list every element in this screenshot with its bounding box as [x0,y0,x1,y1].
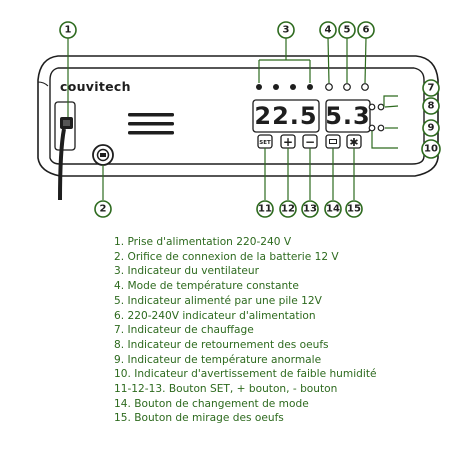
abnormal-temp-indicator [368,124,376,132]
legend-list: 1. Prise d'alimentation 220-240 V 2. Ori… [114,235,444,426]
callout-12: 12 [279,200,297,218]
humidity-display: 5.3 [325,102,371,130]
callout-8: 8 [422,97,440,115]
callout-15: 15 [345,200,363,218]
legend-item: 7. Indicateur de chauffage [114,324,254,337]
mains-power-indicator [361,83,369,91]
legend-item: 1. Prise d'alimentation 220-240 V [114,236,292,248]
battery-port-pin [100,153,106,157]
callout-11-label: 11 [258,204,272,215]
callout-15-label: 15 [347,204,361,215]
callout-2-label: 2 [100,204,107,215]
power-cord [58,128,66,201]
low-humidity-indicator [377,124,385,132]
candling-button-label: ✱ [349,136,358,149]
heating-indicator [368,103,376,111]
callout-6-label: 6 [363,25,370,36]
battery-power-indicator [343,83,351,91]
brand-logo: couvitech [60,79,131,94]
constant-temp-indicator [325,83,333,91]
callout-13: 13 [301,200,319,218]
legend-item: 5. Indicateur alimenté par une pile 12V [114,294,322,307]
set-button-label: SET [259,140,271,146]
fan-indicator-dot [256,84,262,90]
fan-indicator-dot [307,84,313,90]
callout-5-label: 5 [344,25,351,36]
legend-item: 14. Bouton de changement de mode [114,397,309,410]
legend-item: 4. Mode de température constante [114,280,299,293]
legend-item: 6. 220-240V indicateur d'alimentation [114,309,316,322]
callout-12-label: 12 [281,204,295,215]
callout-1: 1 [59,21,77,39]
callout-10-label: 10 [424,144,438,155]
temperature-display: 22.5 [254,102,317,130]
temperature-display-frame [252,99,320,133]
fan-indicator-dot [273,84,279,90]
left-side-bulge [37,81,49,87]
legend-item: 15. Bouton de mirage des oeufs [114,412,284,425]
vent-slot [128,122,174,126]
legend-item: 9. Indicateur de température anormale [114,353,322,366]
callout-7: 7 [422,79,440,97]
mode-button-icon [329,139,337,144]
callout-5: 5 [338,21,356,39]
vent-slot [128,113,174,117]
leader-lines [67,37,399,200]
callout-2: 2 [94,200,112,218]
callout-14-label: 14 [326,204,340,215]
power-plug-inner [63,120,70,126]
vent-slot [128,131,174,135]
legend-item: 11-12-13. Bouton SET, + bouton, - bouton [114,383,338,396]
callout-14: 14 [324,200,342,218]
callout-3: 3 [277,21,295,39]
callout-4-label: 4 [325,25,332,36]
legend-item: 8. Indicateur de retournement des oeufs [114,338,329,351]
callout-1-label: 1 [65,25,72,36]
egg-turning-indicator [377,103,385,111]
callout-9: 9 [422,119,440,137]
legend-item: 10. Indicateur d'avertissement de faible… [114,368,377,381]
callout-7-label: 7 [428,83,435,94]
callout-4: 4 [319,21,337,39]
fan-indicator-dot [290,84,296,90]
minus-button-label: − [305,135,315,149]
callout-8-label: 8 [428,101,435,112]
callout-6: 6 [357,21,375,39]
callout-10: 10 [421,139,441,159]
plus-button-label: + [283,135,293,149]
humidity-display-frame [325,99,371,133]
callout-3-label: 3 [283,25,290,36]
legend-item: 2. Orifice de connexion de la batterie 1… [114,250,339,263]
callout-13-label: 13 [303,204,317,215]
legend-item: 3. Indicateur du ventilateur [114,265,259,278]
callout-11: 11 [256,200,274,218]
callout-9-label: 9 [428,123,435,134]
